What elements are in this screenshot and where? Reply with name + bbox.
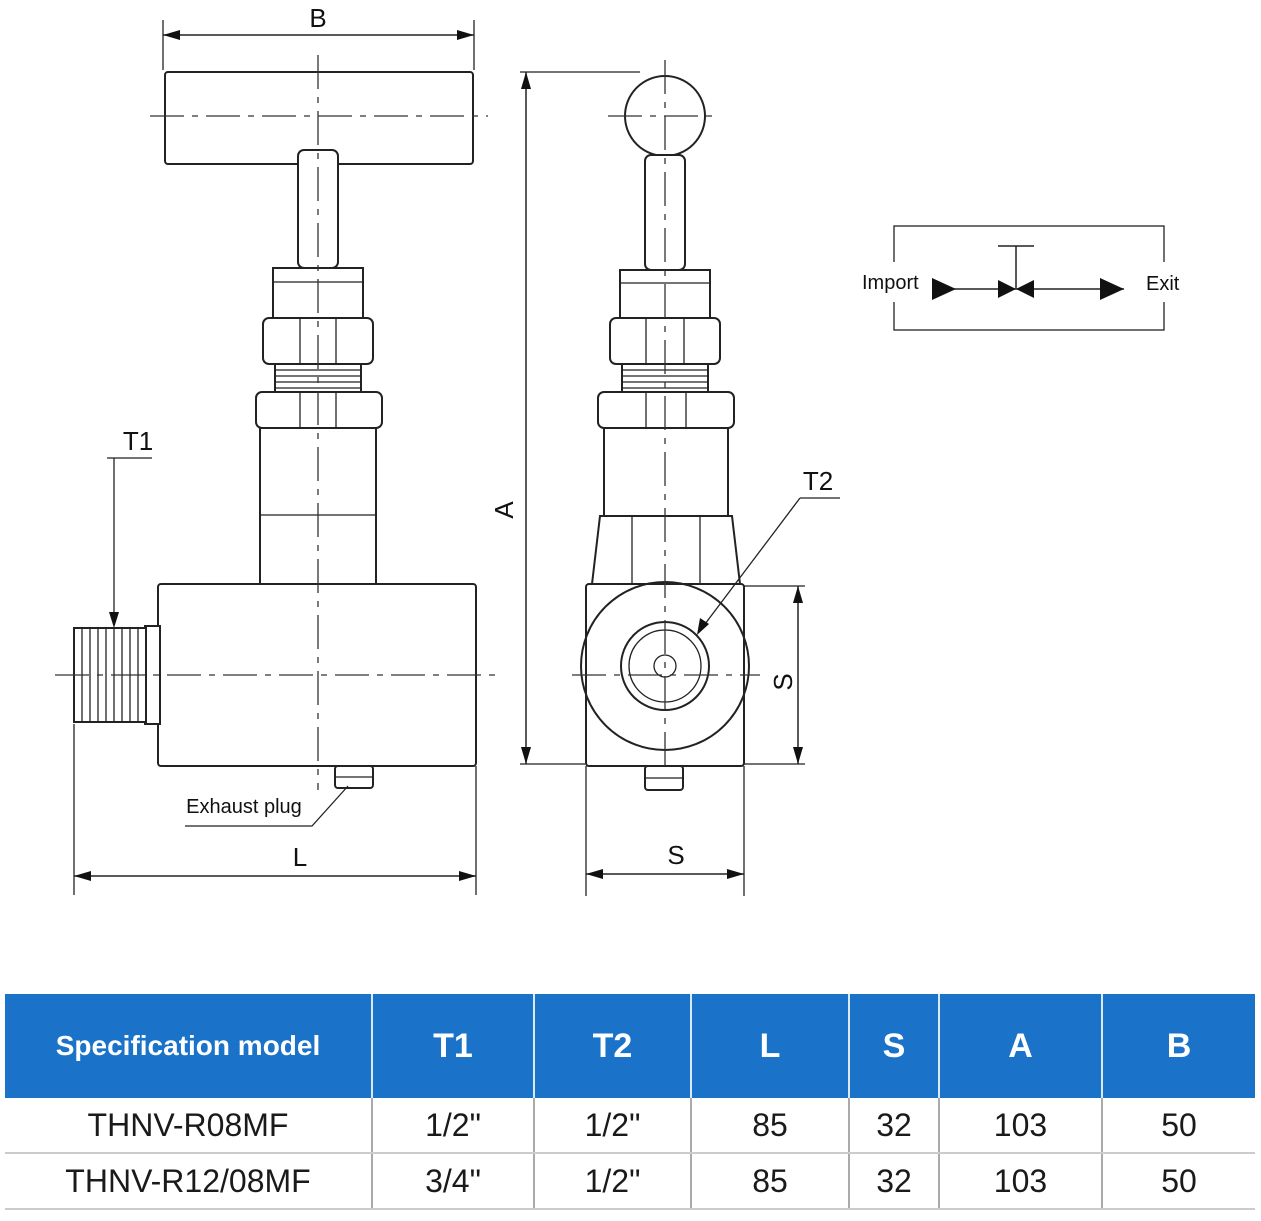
- front-view: B T1: [55, 3, 495, 895]
- header-t2: T2: [533, 994, 691, 1098]
- cell-b: 50: [1101, 1098, 1255, 1154]
- exit-arrow: [1100, 278, 1124, 300]
- cell-a: 103: [938, 1153, 1102, 1210]
- side-view: A T2: [489, 60, 840, 896]
- valve-technical-drawing: B T1: [55, 3, 1186, 896]
- header-b: B: [1101, 994, 1255, 1098]
- header-l: L: [690, 994, 849, 1098]
- cell-a: 103: [938, 1098, 1102, 1154]
- header-t1: T1: [371, 994, 534, 1098]
- cell-s: 32: [848, 1153, 939, 1210]
- label-exhaust-plug: Exhaust plug: [186, 796, 302, 818]
- table-header-row: Specification model T1 T2 L S A B: [5, 994, 1255, 1098]
- cell-t1: 1/2": [371, 1098, 534, 1154]
- cell-b: 50: [1101, 1153, 1255, 1210]
- label-s-side: S: [768, 673, 798, 690]
- cell-model: THNV-R12/08MF: [5, 1153, 372, 1210]
- table-row: THNV-R08MF 1/2" 1/2" 85 32 103 50: [5, 1098, 1255, 1154]
- cell-t1: 3/4": [371, 1153, 534, 1210]
- import-arrow: [932, 278, 956, 300]
- label-l: L: [293, 842, 307, 872]
- lower-nut: [255, 391, 383, 429]
- valve-symbol-right: [1016, 280, 1034, 298]
- valve-body: [157, 583, 477, 767]
- label-t1: T1: [123, 426, 153, 456]
- schematic-import-label: Import: [862, 272, 919, 294]
- flow-schematic: Import Exit: [862, 225, 1186, 331]
- label-a: A: [489, 501, 519, 519]
- table-row: THNV-R12/08MF 3/4" 1/2" 85 32 103 50: [5, 1153, 1255, 1210]
- cell-model: THNV-R08MF: [5, 1098, 372, 1154]
- valve-symbol-left: [998, 280, 1016, 298]
- header-a: A: [938, 994, 1102, 1098]
- header-s: S: [848, 994, 939, 1098]
- label-s-bottom: S: [667, 840, 684, 870]
- header-specification-model: Specification model: [5, 994, 372, 1098]
- cell-s: 32: [848, 1098, 939, 1154]
- cell-l: 85: [690, 1153, 849, 1210]
- cell-t2: 1/2": [533, 1153, 691, 1210]
- schematic-exit-label: Exit: [1146, 273, 1180, 295]
- label-t2: T2: [803, 466, 833, 496]
- label-b: B: [309, 3, 326, 33]
- cell-t2: 1/2": [533, 1098, 691, 1154]
- cell-l: 85: [690, 1098, 849, 1154]
- specification-table: Specification model T1 T2 L S A B THNV-R…: [5, 994, 1255, 1210]
